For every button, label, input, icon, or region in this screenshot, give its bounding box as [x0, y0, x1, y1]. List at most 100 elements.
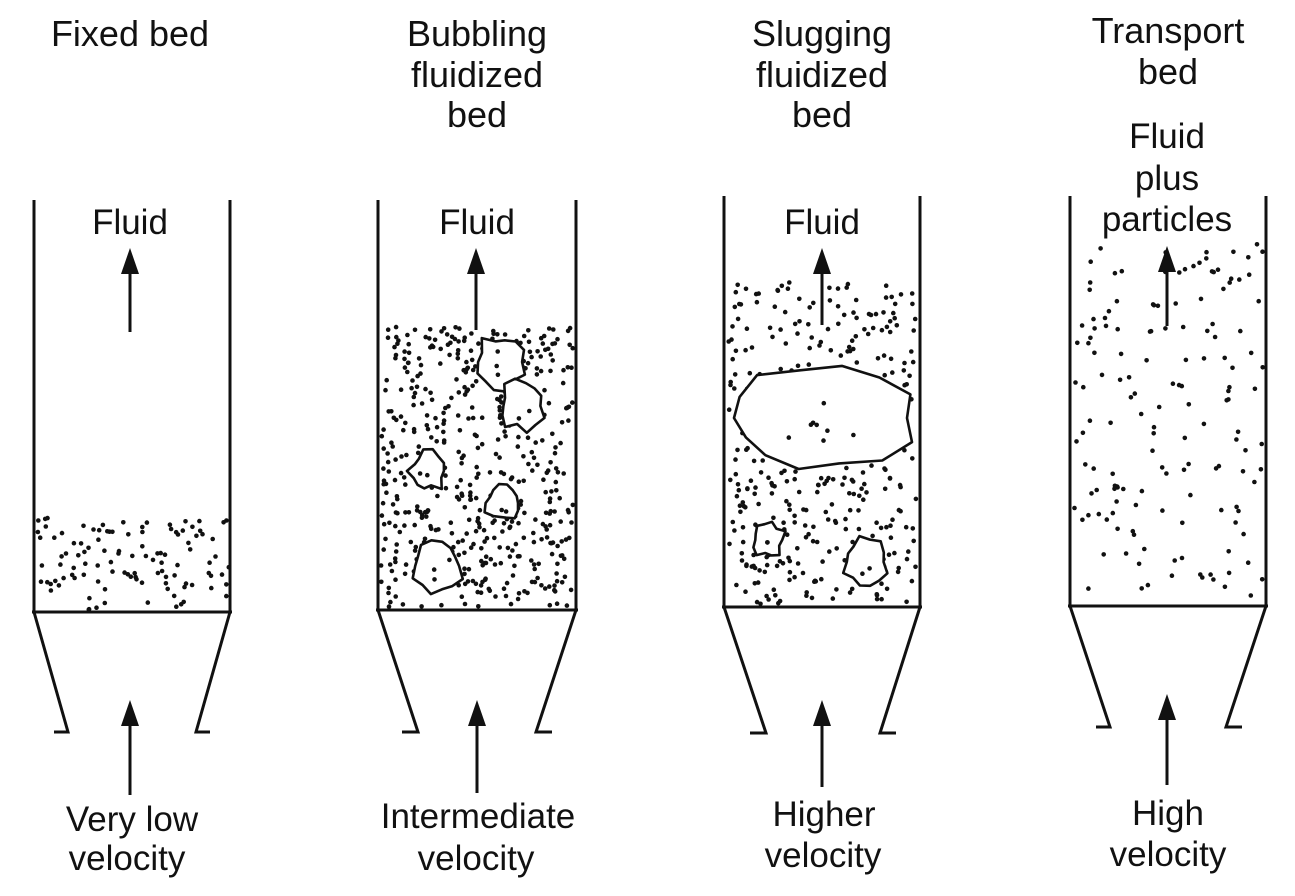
particle-dot — [540, 438, 545, 443]
particle-dot — [385, 335, 391, 341]
particle-dot — [516, 520, 521, 526]
particle-dot — [194, 533, 199, 539]
inlet-flow-arrow-icon — [121, 700, 139, 795]
particle-dot — [416, 444, 422, 449]
particle-dot — [155, 570, 161, 576]
particle-dot — [187, 547, 193, 552]
velocity-label-line: velocity — [1110, 835, 1227, 874]
particle-dot — [457, 428, 463, 433]
particle-dot — [525, 435, 531, 441]
particle-dot — [844, 285, 849, 290]
particle-dot — [569, 520, 574, 525]
upward-flow-arrow-icon — [467, 248, 485, 330]
particle-dot — [449, 395, 454, 401]
particle-dot — [545, 468, 551, 473]
particle-dot — [441, 438, 447, 443]
particle-dot — [526, 328, 531, 333]
particle-dot — [209, 585, 214, 591]
particle-dot — [446, 404, 451, 409]
particle-dot — [517, 554, 522, 559]
column-title-line: Slugging — [752, 13, 892, 54]
particle-dot — [48, 588, 54, 593]
particle-dot — [470, 415, 476, 421]
particle-dot — [1230, 365, 1235, 371]
particle-dot — [910, 359, 916, 365]
particle-dot — [1117, 377, 1123, 383]
particle-dot — [1235, 429, 1241, 435]
particle-dot — [756, 291, 761, 296]
particle-dot — [912, 316, 918, 322]
particle-dot — [1081, 384, 1086, 390]
particle-dot — [503, 434, 508, 439]
particle-dot — [448, 340, 453, 346]
particle-dot — [753, 485, 758, 490]
particle-dot — [726, 339, 731, 344]
particle-dot — [1236, 508, 1241, 514]
particle-dot — [525, 360, 531, 366]
particle-dot — [835, 286, 841, 291]
particle-dot — [1133, 502, 1139, 508]
particle-dot — [387, 562, 393, 567]
particle-dot — [1201, 421, 1207, 427]
particle-dot — [779, 470, 784, 476]
particle-dot — [1112, 270, 1118, 276]
particle-dot — [539, 583, 544, 588]
particle-dot — [745, 445, 750, 451]
particle-dot — [406, 341, 412, 347]
particle-dot — [499, 421, 504, 426]
fluid-label-line: Fluid — [439, 203, 515, 242]
particle-dot — [735, 282, 740, 288]
particle-dot — [428, 345, 433, 350]
particle-dot — [1248, 350, 1254, 356]
particle-dot — [505, 545, 511, 551]
inlet-flow-arrow-icon — [468, 700, 486, 793]
particle-dot — [879, 596, 884, 602]
particle-dot — [76, 553, 81, 558]
particle-dot — [378, 563, 384, 568]
particle-dot — [1213, 466, 1219, 471]
particle-dot — [795, 363, 801, 369]
particle-dot — [462, 581, 468, 587]
particle-dot — [456, 497, 462, 502]
particle-dot — [108, 559, 114, 565]
particle-dot — [78, 541, 84, 546]
particle-dot — [419, 515, 425, 520]
particle-dot — [903, 524, 909, 530]
particle-dot — [884, 586, 890, 592]
particle-dot — [811, 524, 816, 530]
particle-dot — [838, 353, 844, 358]
particle-dot — [874, 592, 880, 597]
particle-dot — [224, 582, 229, 587]
particle-dot — [549, 551, 555, 557]
particle-dot — [53, 578, 58, 584]
particle-dot — [752, 491, 757, 497]
particle-dot — [96, 527, 102, 533]
particle-dot — [887, 475, 893, 481]
particle-dot — [1091, 316, 1096, 322]
particle-dot — [418, 371, 423, 376]
particle-dot — [555, 561, 560, 567]
particle-dot — [1240, 469, 1246, 474]
column-title-line: bed — [447, 94, 507, 135]
particle-dot — [1164, 471, 1169, 476]
column-transport-bed: Transport bed Fluid plus particles High … — [1068, 10, 1268, 874]
particle-dot — [820, 559, 825, 564]
particle-dot — [564, 603, 570, 608]
particle-dot — [487, 588, 493, 594]
particle-dot — [875, 356, 881, 361]
particle-dot — [766, 475, 771, 481]
particle-dot — [781, 520, 786, 525]
particle-dot — [738, 509, 743, 515]
particle-dot — [1087, 287, 1092, 293]
particle-dot — [1089, 491, 1094, 496]
particle-dot — [726, 407, 732, 413]
particle-dot — [851, 432, 856, 438]
particle-dot — [381, 521, 387, 527]
particle-dot — [401, 427, 406, 433]
particle-dot — [732, 372, 738, 377]
particle-dot — [168, 526, 174, 532]
particle-dot — [462, 392, 468, 397]
particle-dot — [384, 490, 389, 496]
particle-dot — [843, 526, 849, 532]
